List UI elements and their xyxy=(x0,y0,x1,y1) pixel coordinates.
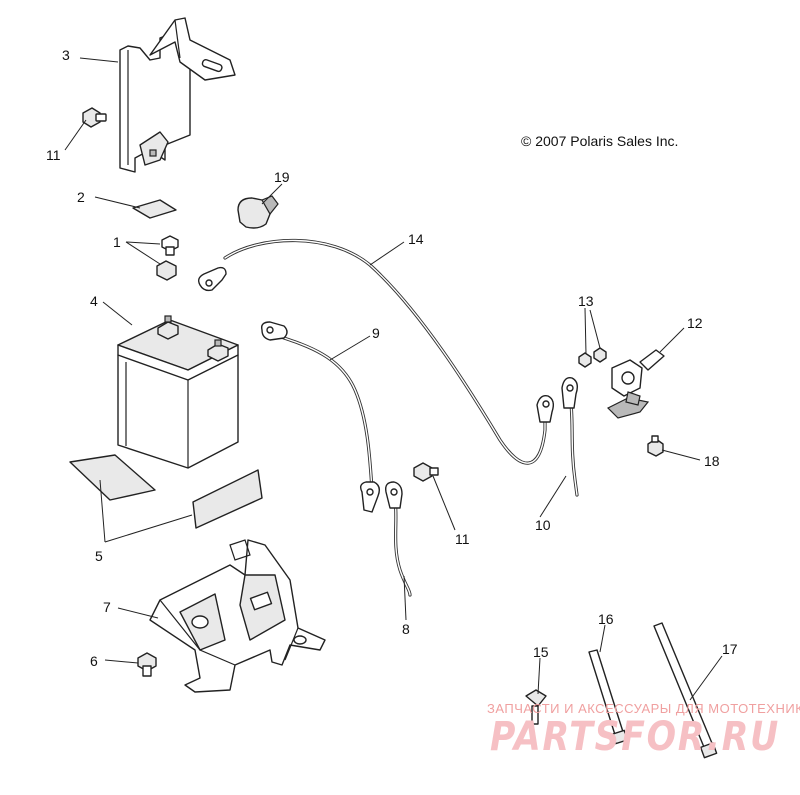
terminal-boot-icon xyxy=(237,195,279,229)
callout-10: 10 xyxy=(535,517,551,533)
clip-icon xyxy=(525,689,547,725)
hold-down-bracket-icon xyxy=(119,17,236,173)
bolt-icon xyxy=(413,462,439,482)
terminal-bolt-icon xyxy=(156,235,179,281)
callout-15: 15 xyxy=(533,644,549,660)
bolt-icon xyxy=(82,107,107,128)
callout-5: 5 xyxy=(95,548,103,564)
pad-icon xyxy=(132,199,177,219)
battery-icon xyxy=(117,315,239,469)
solenoid-icon xyxy=(606,349,665,419)
cable-10-icon xyxy=(561,377,579,497)
callout-17: 17 xyxy=(722,641,738,657)
leader-lines xyxy=(64,57,723,701)
nut-icon xyxy=(578,347,607,368)
copyright-notice: © 2007 Polaris Sales Inc. xyxy=(521,133,678,149)
callout-9: 9 xyxy=(372,325,380,341)
cable-8-icon xyxy=(384,481,412,597)
callout-12: 12 xyxy=(687,315,703,331)
bolt-icon xyxy=(137,652,157,677)
cable-tie-icon xyxy=(588,649,628,745)
callout-11-lower: 11 xyxy=(455,531,470,547)
callout-11-upper: 11 xyxy=(46,147,61,163)
callout-19: 19 xyxy=(274,169,290,185)
callout-1: 1 xyxy=(113,234,121,250)
callout-3: 3 xyxy=(62,47,70,63)
bolt-icon xyxy=(647,435,664,457)
battery-pads-icon xyxy=(69,454,263,529)
cable-14-icon xyxy=(197,238,555,465)
callout-14: 14 xyxy=(408,231,424,247)
watermark: ЗАПЧАСТИ И АКСЕССУАРЫ ДЛЯ МОТОТЕХНИКИ PA… xyxy=(487,701,800,760)
watermark-tagline: ЗАПЧАСТИ И АКСЕССУАРЫ ДЛЯ МОТОТЕХНИКИ xyxy=(487,701,800,716)
callout-6: 6 xyxy=(90,653,98,669)
watermark-brand: PARTSFOR.RU xyxy=(490,714,780,760)
battery-box-icon xyxy=(149,539,326,693)
callout-7: 7 xyxy=(103,599,111,615)
callout-13: 13 xyxy=(578,293,594,309)
callout-16: 16 xyxy=(598,611,614,627)
callout-4: 4 xyxy=(90,293,98,309)
callout-labels: 3 11 2 1 4 5 7 6 8 9 10 11 12 13 14 15 1… xyxy=(46,47,738,669)
callout-18: 18 xyxy=(704,453,720,469)
cable-9-icon xyxy=(260,321,381,513)
callout-8: 8 xyxy=(402,621,410,637)
cable-tie-icon xyxy=(653,622,718,759)
callout-2: 2 xyxy=(77,189,85,205)
